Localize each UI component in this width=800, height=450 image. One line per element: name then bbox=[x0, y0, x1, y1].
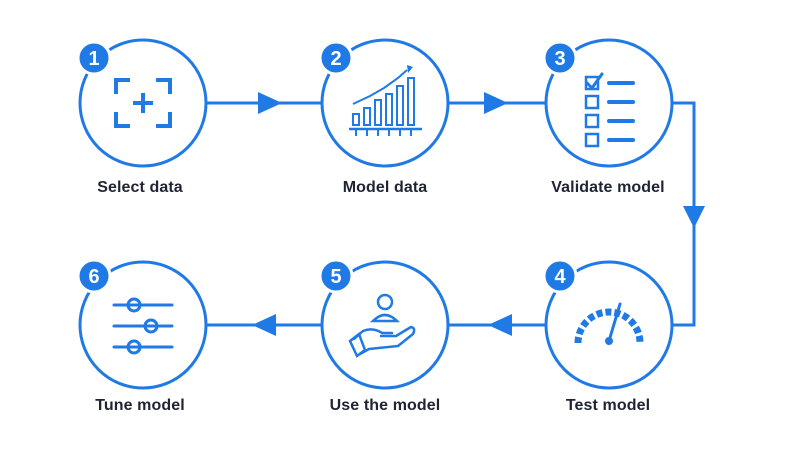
step-number: 4 bbox=[554, 266, 566, 288]
connector-2-3 bbox=[448, 92, 546, 114]
connector-4-5 bbox=[448, 314, 546, 336]
sliders-icon bbox=[112, 297, 174, 355]
step-5: 5 bbox=[318, 258, 450, 390]
connector-1-2 bbox=[206, 92, 322, 114]
arrow-right-icon bbox=[258, 92, 282, 114]
arrow-right-icon bbox=[484, 92, 508, 114]
step-number-badge: 2 bbox=[318, 40, 354, 76]
step-label-tune-model: Tune model bbox=[95, 397, 185, 414]
step-label-validate-model: Validate model bbox=[551, 179, 665, 196]
hand-person-icon bbox=[348, 293, 416, 358]
connector-3-4 bbox=[672, 101, 705, 327]
step-4: 4 bbox=[542, 258, 674, 390]
step-1: 1 bbox=[76, 38, 208, 168]
step-number-badge: 3 bbox=[542, 40, 578, 76]
step-number-badge: 1 bbox=[76, 40, 112, 76]
step-number: 1 bbox=[88, 48, 99, 70]
chart-growth-icon bbox=[349, 65, 422, 136]
arrow-left-icon bbox=[252, 314, 276, 336]
step-number: 6 bbox=[88, 266, 99, 288]
step-number: 3 bbox=[554, 48, 565, 70]
step-label-test-model: Test model bbox=[565, 397, 651, 414]
connector-5-6 bbox=[206, 314, 322, 336]
select-data-icon bbox=[114, 78, 172, 128]
step-label-model-data: Model data bbox=[342, 179, 428, 196]
arrow-down-icon bbox=[683, 206, 705, 228]
step-number-badge: 5 bbox=[318, 258, 354, 294]
step-label-select-data: Select data bbox=[97, 179, 183, 196]
step-number: 2 bbox=[330, 48, 341, 70]
step-label-use-the-model: Use the model bbox=[329, 397, 441, 414]
step-6: 6 bbox=[76, 258, 208, 390]
step-3: 3 bbox=[542, 38, 674, 168]
speedometer-icon bbox=[574, 302, 644, 345]
arrow-left-icon bbox=[488, 314, 512, 336]
step-number-badge: 6 bbox=[76, 258, 112, 294]
checklist-icon bbox=[584, 72, 635, 148]
step-number: 5 bbox=[330, 266, 341, 288]
step-2: 2 bbox=[318, 38, 450, 168]
step-number-badge: 4 bbox=[542, 258, 578, 294]
